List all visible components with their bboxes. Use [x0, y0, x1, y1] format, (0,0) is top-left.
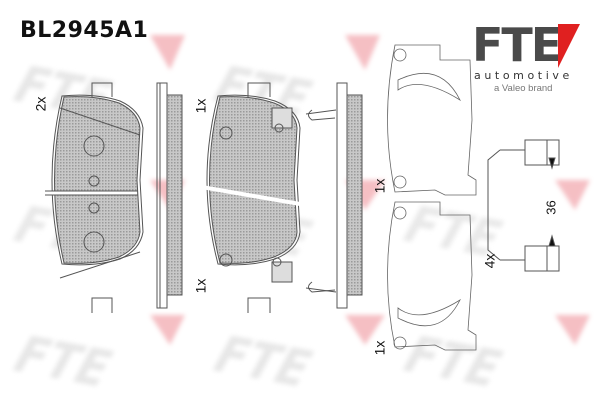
quantity-label-clip: 4x: [481, 253, 498, 269]
brand-subtagline: a Valeo brand: [494, 83, 553, 94]
brake-pad-left: [44, 82, 144, 313]
brand-tagline: automotive: [474, 69, 573, 82]
quantity-label-mid-pad-bottom: 1x: [192, 278, 209, 294]
quantity-label-left-pad: 2x: [32, 96, 49, 112]
brake-pad-side-view-right: [305, 82, 363, 309]
part-number-title: BL2945A1: [20, 18, 149, 43]
brand-logo: FTE automotive a Valeo brand: [470, 22, 580, 97]
clip-dimension-label: 36: [543, 200, 559, 215]
brand-name: FTE: [472, 18, 562, 72]
shim-plates: [387, 44, 477, 351]
svg-text:FTE: FTE: [393, 326, 513, 398]
quantity-label-shim-top: 1x: [371, 178, 388, 194]
brake-pad-middle: [195, 82, 301, 313]
brake-pad-side-view-left: [156, 82, 183, 309]
quantity-label-mid-pad-top: 1x: [192, 98, 209, 114]
svg-text:FTE: FTE: [203, 326, 323, 398]
retaining-clip: [487, 139, 560, 272]
quantity-label-shim-bottom: 1x: [371, 340, 388, 356]
svg-text:FTE: FTE: [3, 326, 123, 398]
brand-accent-icon: [558, 24, 580, 68]
